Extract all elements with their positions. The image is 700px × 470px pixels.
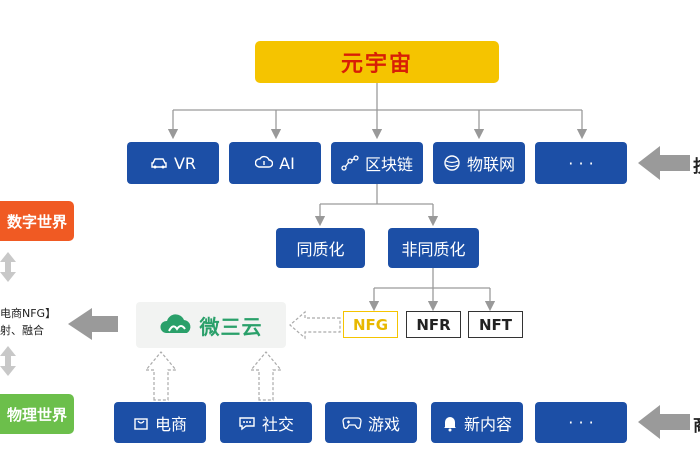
app-box-new-content: 新内容	[431, 402, 523, 443]
non-fungible-label: 非同质化	[401, 240, 466, 259]
tech-label-vr: VR	[173, 153, 197, 173]
double-arrow-upper	[0, 252, 16, 282]
gamepad-icon	[342, 416, 362, 430]
middle-text-line1: 电商NFG】	[0, 307, 57, 320]
metaverse-label: 元宇宙	[340, 52, 413, 77]
double-arrow-lower	[0, 346, 16, 376]
dashed-arrow-left	[289, 310, 341, 340]
nfg-label: NFG	[352, 315, 389, 334]
middle-text-line2: 射、融合	[0, 324, 44, 337]
cloud-logo-icon	[159, 313, 194, 337]
logo-text: 微三云	[199, 314, 263, 339]
dashed-arrow-up-2	[249, 351, 283, 401]
tech-box-iot: 物联网	[433, 142, 525, 184]
tech-label-ai: AI	[279, 153, 295, 173]
app-label-more: · · ·	[568, 413, 594, 432]
nft-box: NFT	[468, 311, 523, 338]
nfr-box: NFR	[406, 311, 461, 338]
app-box-games: 游戏	[325, 402, 417, 443]
shopping-bag-icon	[133, 415, 149, 431]
grey-arrow-right-top	[638, 146, 690, 180]
right-edge-text-bottom: 商	[693, 411, 700, 436]
physical-world-label: 物理世界	[6, 405, 67, 424]
nfg-box: NFG	[343, 311, 398, 338]
physical-world-box: 物理世界	[0, 394, 74, 434]
tech-label-blockchain: 区块链	[364, 155, 413, 174]
car-icon	[150, 156, 168, 170]
grey-arrow-right-bottom	[638, 405, 690, 439]
non-fungible-box: 非同质化	[388, 228, 479, 268]
app-label-games: 游戏	[367, 414, 400, 434]
tech-label-more: · · ·	[568, 153, 594, 173]
dashed-arrow-up-1	[144, 351, 178, 401]
tech-box-more: · · ·	[535, 142, 627, 184]
digital-world-box: 数字世界	[0, 201, 74, 241]
app-label-ecommerce: 电商	[154, 414, 187, 434]
tech-box-vr: VR	[127, 142, 219, 184]
nfr-label: NFR	[416, 315, 451, 334]
ai-cloud-icon	[255, 155, 274, 171]
grey-arrow-left	[68, 308, 118, 340]
globe-icon	[443, 154, 461, 172]
app-box-social: 社交	[220, 402, 312, 443]
tech-box-blockchain: 区块链	[331, 142, 423, 184]
fungible-box: 同质化	[276, 228, 365, 268]
app-box-ecommerce: 电商	[114, 402, 206, 443]
fungible-label: 同质化	[296, 240, 345, 259]
tech-box-ai: AI	[229, 142, 321, 184]
metaverse-box: 元宇宙	[255, 41, 499, 83]
app-label-new-content: 新内容	[463, 414, 512, 434]
app-box-more: · · ·	[535, 402, 627, 443]
nft-label: NFT	[478, 315, 513, 334]
tech-label-iot: 物联网	[466, 155, 515, 174]
weisanyun-logo: 微三云	[136, 302, 286, 348]
network-nodes-icon	[341, 155, 359, 171]
bell-icon	[442, 414, 458, 432]
app-label-social: 社交	[261, 414, 294, 434]
right-edge-text-top: 技	[693, 152, 700, 177]
digital-world-label: 数字世界	[6, 212, 67, 231]
chat-bubble-icon	[238, 415, 256, 431]
